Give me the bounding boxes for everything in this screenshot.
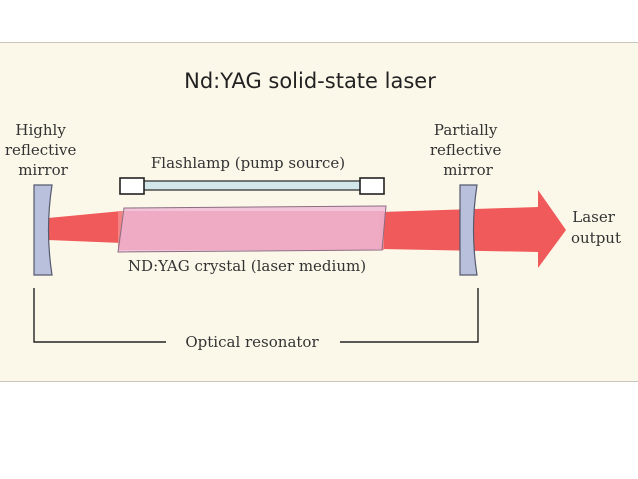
crystal-label: ND:YAG crystal (laser medium) xyxy=(128,257,366,275)
right-mirror-label: Partially reflective mirror xyxy=(430,121,506,179)
flashlamp-tube xyxy=(141,180,363,191)
left-mirror-label: Highly reflective mirror xyxy=(5,121,81,179)
resonator-bracket-right xyxy=(340,288,479,343)
nd-yag-crystal xyxy=(117,205,387,253)
laser-output-label: Laser output xyxy=(571,208,621,247)
flashlamp-left-electrode xyxy=(119,177,145,195)
partially-reflective-mirror xyxy=(459,184,478,276)
beam-left xyxy=(48,211,122,243)
flashlamp-right-electrode xyxy=(359,177,385,195)
resonator-bracket-left xyxy=(33,288,166,343)
diagram-title: Nd:YAG solid-state laser xyxy=(184,69,436,93)
optical-resonator-label: Optical resonator xyxy=(185,333,319,351)
highly-reflective-mirror xyxy=(33,184,53,276)
flashlamp-label: Flashlamp (pump source) xyxy=(151,154,345,172)
